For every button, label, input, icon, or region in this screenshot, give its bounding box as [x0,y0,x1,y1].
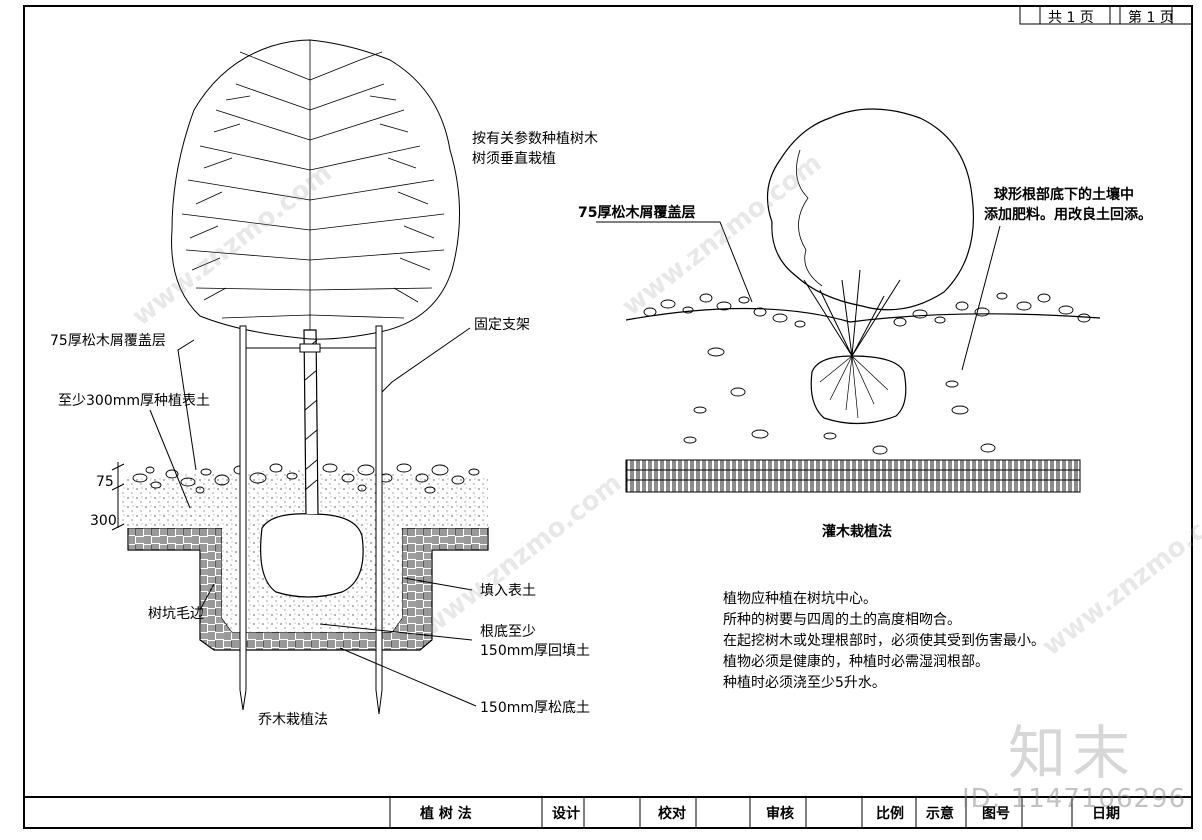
note-line: 在起挖树木或处理根部时，必须使其受到伤害最小。 [723,633,1045,649]
drawing-no-label: 图号 [982,806,1010,822]
note-line: 植物应种植在树坑中心。 [723,591,877,607]
stake-right [375,325,383,715]
scale-label: 比例 [876,806,904,822]
tree-fill-label: 填入表土 [480,583,536,599]
design-label: 设计 [552,806,580,822]
tree-backfill-label-2: 150mm厚回填土 [480,643,590,659]
root-ball [260,513,364,598]
title-block: 植 树 法 设计 校对 审核 比例 示意 图号 日期 [24,797,1192,828]
tree-note-line2: 树须垂直栽植 [472,151,556,167]
stake-tie [299,343,321,353]
watermark-id: ID: 1147106296 [962,784,1187,814]
dim-75: 75 [96,474,114,490]
tree-topsoil-label: 至少300mm厚种植表土 [58,393,210,409]
shrub-mulch-label: 75厚松木屑覆盖层 [578,205,696,221]
check-label: 校对 [658,806,686,822]
title-block-lines [24,796,1192,828]
planting-notes: 植物应种植在树坑中心。 所种的树要与四周的土的高度相吻合。 在起挖树木或处理根部… [723,589,1045,694]
watermark-brand: 知末 [1008,719,1137,787]
shrub-root-ball [810,355,907,425]
page-total: 共 1 页 [1048,10,1094,26]
page-current: 第 1 页 [1128,10,1174,26]
shrub-canopy [766,108,975,311]
shrub-planting-diagram [596,108,1101,493]
tree-trunk [303,329,319,515]
tree-subsoil-label: 150mm厚松底土 [480,700,590,716]
review-label: 审核 [766,806,794,822]
tree-backfill-label-1: 根底至少 [480,624,536,640]
ground-line [625,307,1101,323]
stake-left [239,325,247,711]
date-label: 日期 [1092,806,1120,822]
tree-pit-edge-label: 树坑毛边 [148,606,204,622]
dim-300: 300 [90,513,117,529]
shrub-subgrade [625,459,1081,493]
shrub-caption: 灌木栽植法 [822,524,892,540]
tree-crown [171,39,460,340]
note-line: 植物必须是健康的，种植时必需湿润根部。 [723,654,989,670]
shrub-mulch [643,292,1091,455]
tree-branches [181,40,445,330]
tree-mulch-label: 75厚松木屑覆盖层 [50,333,166,349]
note-line: 种植时必须浇至少5升水。 [723,675,886,691]
tree-planting-diagram [111,39,489,715]
sheet-border [23,5,1193,829]
drawing-name: 植 树 法 [420,806,472,822]
note-line: 所种的树要与四周的土的高度相吻合。 [723,612,961,628]
tree-caption: 乔木栽植法 [258,712,328,728]
shrub-fert-label-1: 球形根部底下的土壤中 [994,187,1134,203]
shrub-leaders [596,221,1001,371]
tree-stake-label: 固定支架 [474,317,530,333]
mulch-layer [132,463,480,494]
tree-note-line1: 按有关参数种植树木 [472,131,598,147]
shrub-fert-label-2: 添加肥料。用改良土回添。 [984,207,1152,223]
schematic-label: 示意 [926,806,954,822]
tree-leaders [149,327,477,707]
pager-box [1019,5,1193,25]
